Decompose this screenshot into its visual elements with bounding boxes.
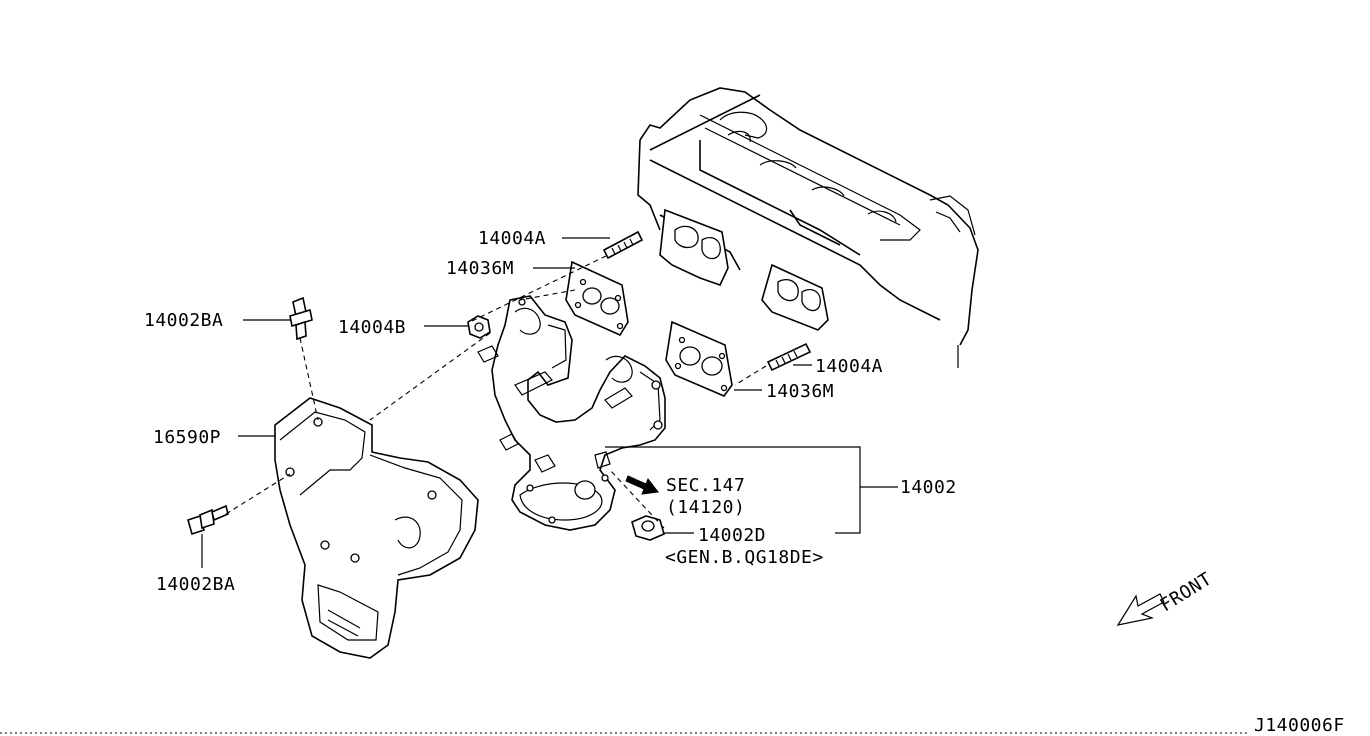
label-bolt-bottom: 14002BA — [156, 574, 235, 595]
label-stud-right: 14004A — [815, 356, 883, 377]
arrow-icon — [625, 475, 659, 495]
front-arrow-icon — [1116, 593, 1165, 626]
stud-lower — [766, 342, 812, 372]
label-gasket-top: 14036M — [446, 258, 514, 279]
nut — [467, 315, 491, 339]
bolt-top — [289, 296, 313, 341]
exhaust-manifold — [477, 295, 666, 531]
cylinder-head — [637, 87, 979, 368]
stud-upper — [602, 230, 644, 260]
label-bolt-top: 14002BA — [144, 310, 223, 331]
leader-lines — [201, 237, 898, 568]
label-gasket-right: 14036M — [766, 381, 834, 402]
label-manifold: 14002 — [900, 477, 957, 498]
alignment-lines — [225, 255, 767, 529]
label-sec-ref-sub: (14120) — [666, 497, 745, 518]
label-bolt-d-note: <GEN.B.QG18DE> — [665, 547, 824, 568]
gasket-upper — [565, 260, 629, 337]
gasket-lower — [665, 320, 733, 397]
bolt-d — [631, 515, 665, 541]
label-sec-ref: SEC.147 — [666, 475, 745, 496]
heat-insulator — [274, 397, 479, 659]
label-insulator: 16590P — [153, 427, 221, 448]
label-nut: 14004B — [338, 317, 406, 338]
label-front: FRONT — [1157, 568, 1216, 616]
diagram-code: J140006F — [1254, 715, 1345, 736]
label-stud-top: 14004A — [478, 228, 546, 249]
label-bolt-d: 14002D — [698, 525, 766, 546]
bolt-bottom — [187, 504, 229, 536]
